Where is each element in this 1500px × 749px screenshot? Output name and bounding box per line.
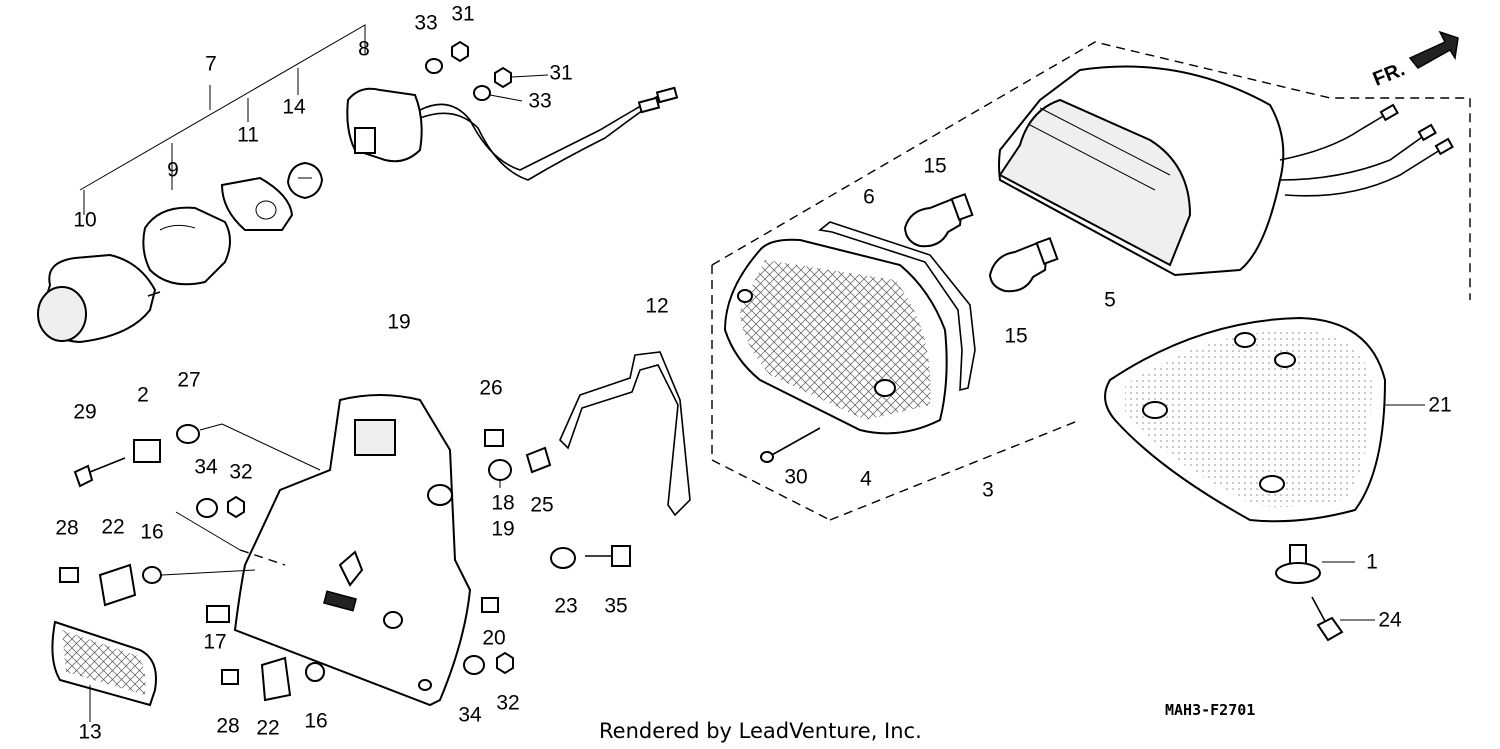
- callout-28b: 28: [216, 715, 239, 738]
- callout-23: 23: [554, 595, 577, 618]
- bracket-part: [233, 394, 472, 707]
- bulb-small-part: [286, 161, 324, 200]
- bulb-upper-part: [903, 192, 974, 248]
- nut-part: [481, 597, 499, 613]
- screw-part: [760, 427, 821, 463]
- callout-19a: 19: [387, 311, 410, 334]
- callout-13: 13: [78, 721, 101, 744]
- callout-34b: 34: [458, 704, 482, 727]
- grommet-part: [550, 547, 576, 569]
- grommet-part: [1275, 544, 1321, 584]
- callout-7: 7: [205, 53, 217, 76]
- callout-20: 20: [482, 627, 505, 650]
- callout-30: 30: [784, 466, 807, 489]
- callout-33b: 33: [528, 90, 551, 113]
- callout-11: 11: [237, 124, 259, 147]
- license-bracket-group: [51, 351, 691, 722]
- nut-part: [496, 651, 514, 675]
- collar-part: [305, 662, 325, 682]
- callout-28a: 28: [55, 517, 78, 540]
- bolt-part: [1311, 596, 1344, 642]
- callout-22b: 22: [256, 717, 279, 740]
- callout-9: 9: [167, 159, 179, 182]
- washer-part: [196, 498, 218, 518]
- housing-part: [998, 65, 1454, 277]
- callout-29: 29: [73, 401, 96, 424]
- screw-part: [221, 669, 239, 685]
- collar-part: [142, 566, 162, 584]
- callout-31b: 31: [549, 62, 572, 85]
- callout-31a: 31: [451, 3, 474, 26]
- base-plate-part: [1104, 316, 1425, 523]
- callout-6: 6: [863, 186, 875, 209]
- callout-19b: 19: [491, 518, 514, 541]
- callout-32b: 32: [496, 692, 519, 715]
- callout-33a: 33: [414, 12, 437, 35]
- callout-16b: 16: [304, 710, 327, 733]
- direction-label: FR.: [1370, 58, 1408, 90]
- socket-wire-part: [346, 86, 679, 181]
- callout-8: 8: [358, 38, 370, 61]
- callout-1: 1: [1366, 551, 1378, 574]
- callout-17: 17: [203, 631, 226, 654]
- cap-nut-part: [525, 446, 552, 474]
- collar-part: [176, 424, 200, 444]
- taillight-assembly-group: [711, 41, 1471, 642]
- callout-15b: 15: [1004, 325, 1027, 348]
- callout-24: 24: [1378, 609, 1402, 632]
- callout-35: 35: [604, 595, 627, 618]
- rod-part: [559, 351, 691, 517]
- lens-gasket-part: [818, 221, 976, 392]
- washer-part: [463, 655, 485, 675]
- nut-part: [227, 495, 245, 519]
- bulb-lower-part: [988, 236, 1059, 293]
- callout-labels: 1 2 3 4 5 6 7 8 9 10 11 12 13 14 15 15 1…: [55, 3, 1451, 744]
- callout-3: 3: [982, 479, 994, 502]
- plate-part: [98, 563, 137, 607]
- callout-2: 2: [137, 384, 149, 407]
- callout-18: 18: [491, 492, 514, 515]
- washer-part: [488, 459, 512, 481]
- lens-cap-part: [37, 253, 161, 344]
- callout-5: 5: [1104, 289, 1116, 312]
- bolt-part: [585, 545, 631, 567]
- callout-26: 26: [479, 377, 502, 400]
- front-direction-arrow: FR.: [1370, 30, 1459, 91]
- nut-part: [494, 66, 512, 89]
- reflector-part: [142, 206, 231, 286]
- callout-10: 10: [73, 209, 96, 232]
- callout-34a: 34: [194, 456, 218, 479]
- callout-16a: 16: [140, 521, 163, 544]
- callout-22a: 22: [101, 516, 124, 539]
- diagram-code: MAH3-F2701: [1165, 701, 1255, 719]
- callout-25: 25: [530, 494, 553, 517]
- gasket-part: [220, 176, 294, 231]
- lamp-assembly-group: [37, 24, 679, 344]
- plate-part: [260, 656, 292, 702]
- nut-part: [484, 429, 504, 447]
- callout-27: 27: [177, 369, 200, 392]
- washer-part: [473, 85, 491, 101]
- reflector-plate-part: [51, 620, 157, 722]
- bolt-part: [73, 457, 126, 488]
- credit-text: Rendered by LeadVenture, Inc.: [599, 719, 922, 743]
- callout-15a: 15: [923, 155, 946, 178]
- cap-part: [206, 605, 230, 623]
- nut-part: [451, 40, 469, 63]
- callout-32a: 32: [229, 461, 252, 484]
- callout-12: 12: [645, 295, 668, 318]
- callout-4: 4: [860, 468, 872, 491]
- lens-part: [723, 238, 948, 435]
- callout-14: 14: [282, 96, 306, 119]
- grommet-part: [133, 439, 161, 463]
- screw-part: [59, 567, 79, 583]
- callout-21: 21: [1428, 394, 1451, 417]
- washer-part: [425, 58, 443, 74]
